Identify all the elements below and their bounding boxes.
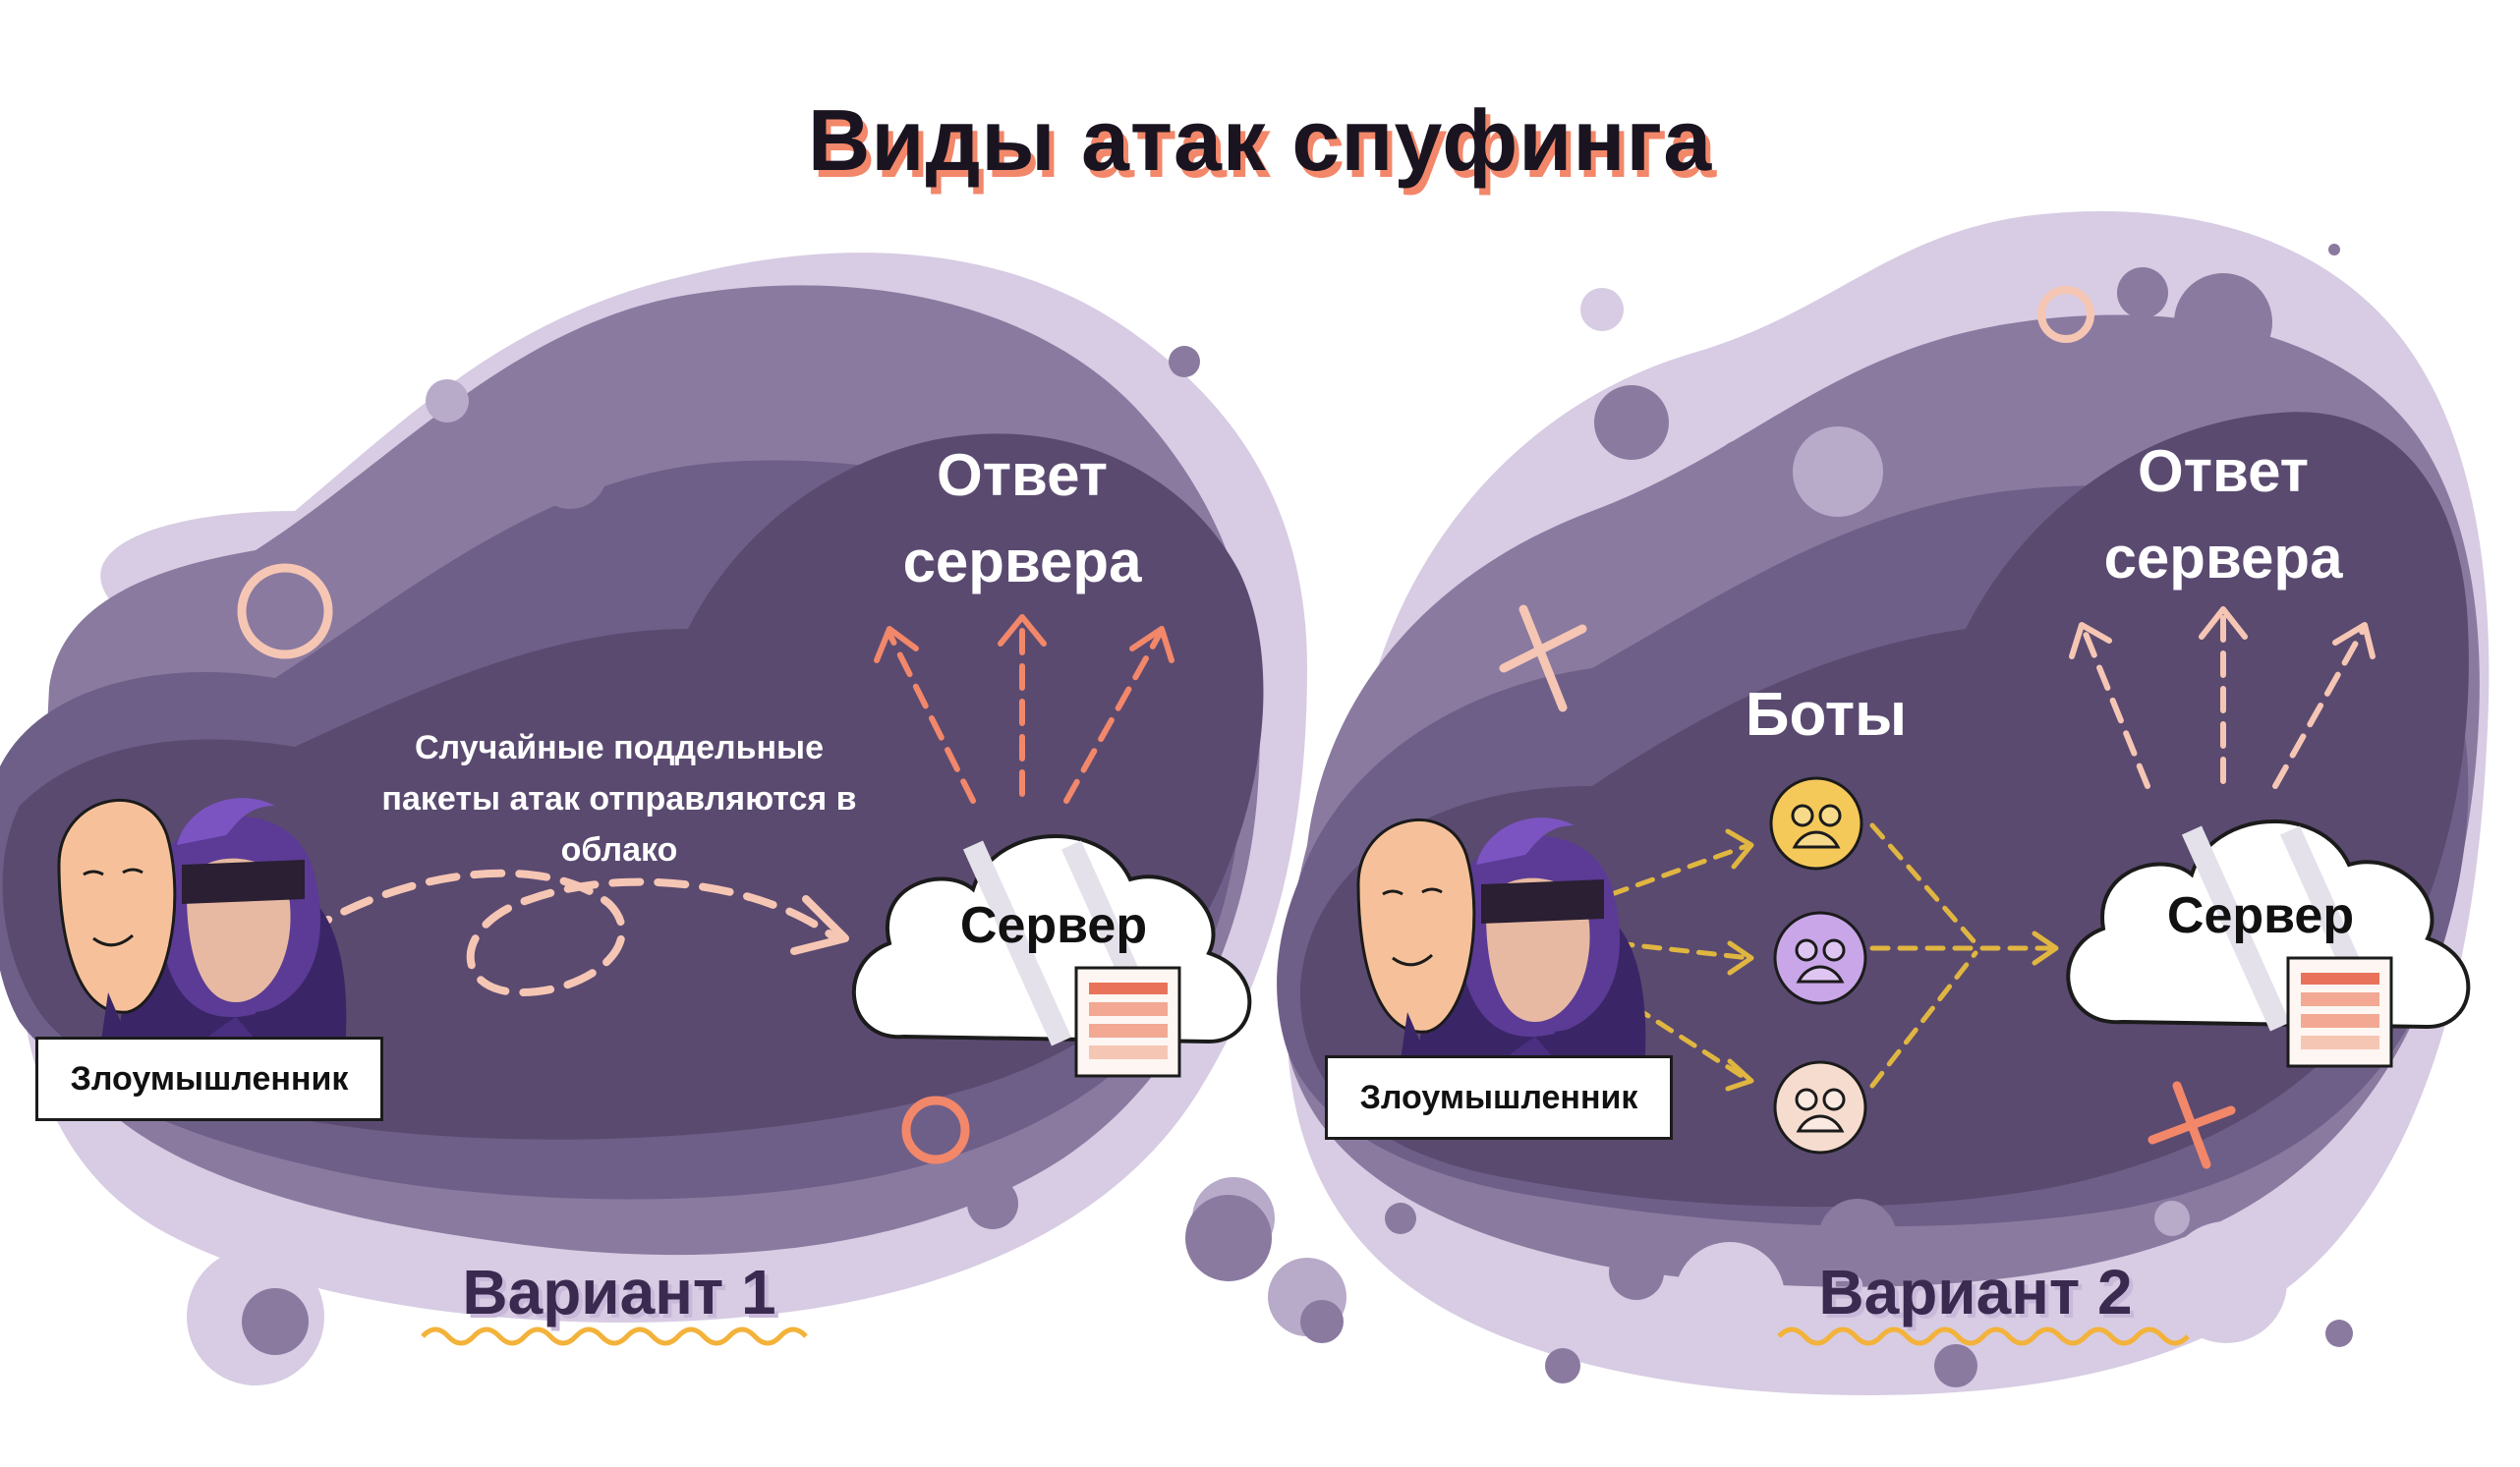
circle-icon <box>237 563 333 659</box>
mask-icon <box>1356 818 1476 1034</box>
circle-icon <box>2037 286 2094 343</box>
circle-icon <box>901 1096 970 1164</box>
panel1-variant-label: Вариант 1 <box>462 1257 776 1327</box>
bots-label: Боты <box>1745 681 1908 749</box>
response-line-1: Ответ <box>936 442 1109 508</box>
note-line-3: облако <box>560 831 678 869</box>
panel2-attacker-label: Злоумышленник <box>1325 1055 1673 1140</box>
response-arrow <box>2272 626 2367 789</box>
decorative-dots <box>187 244 2353 1387</box>
response-arrow <box>887 631 976 804</box>
variant1-underline <box>421 1326 808 1346</box>
response-line-2: сервера <box>902 529 1142 594</box>
panel1-arrowheads <box>874 614 1174 663</box>
panel2-arrowheads <box>2069 606 2376 659</box>
note-line-2: пакеты атак отправляются в <box>381 780 857 818</box>
panel2-server-label: Сервер <box>2166 887 2355 944</box>
response-arrow <box>2081 626 2150 789</box>
bot-face-icon <box>1769 776 1863 871</box>
document-icon <box>2286 956 2393 1068</box>
document-icon <box>1074 966 1181 1078</box>
cross-icon <box>1499 604 1587 712</box>
panel1-attacker-label: Злоумышленник <box>35 1037 383 1121</box>
panel1-response-label: Ответ сервера <box>816 432 1229 605</box>
response-line-1: Ответ <box>2137 438 2310 504</box>
panel1-response-arrows <box>887 621 1163 804</box>
bot-face-icon <box>1773 1060 1867 1155</box>
variant2-underline <box>1777 1326 2190 1346</box>
panel2-response-label: Ответ сервера <box>2017 428 2430 601</box>
cross-icon <box>2148 1081 2236 1169</box>
panel2-response-arrows <box>2081 614 2367 789</box>
panel2-variant-label: Вариант 2 <box>1818 1257 2133 1327</box>
mask-icon <box>57 799 177 1014</box>
response-line-2: сервера <box>2103 525 2343 591</box>
decorative-shapes <box>237 286 2236 1169</box>
attack-arrowhead <box>790 895 849 955</box>
bot-face-icon <box>1773 911 1867 1005</box>
bot-arrowheads <box>1725 828 2059 1092</box>
panel1-attack-path <box>301 869 839 997</box>
page-title: Виды атак спуфинга <box>807 91 1713 189</box>
panel1-server-label: Сервер <box>959 897 1148 954</box>
panel1-note: Случайные поддельные пакеты атак отправл… <box>324 722 914 875</box>
response-arrow <box>1063 631 1163 804</box>
note-line-1: Случайные поддельные <box>414 729 824 766</box>
